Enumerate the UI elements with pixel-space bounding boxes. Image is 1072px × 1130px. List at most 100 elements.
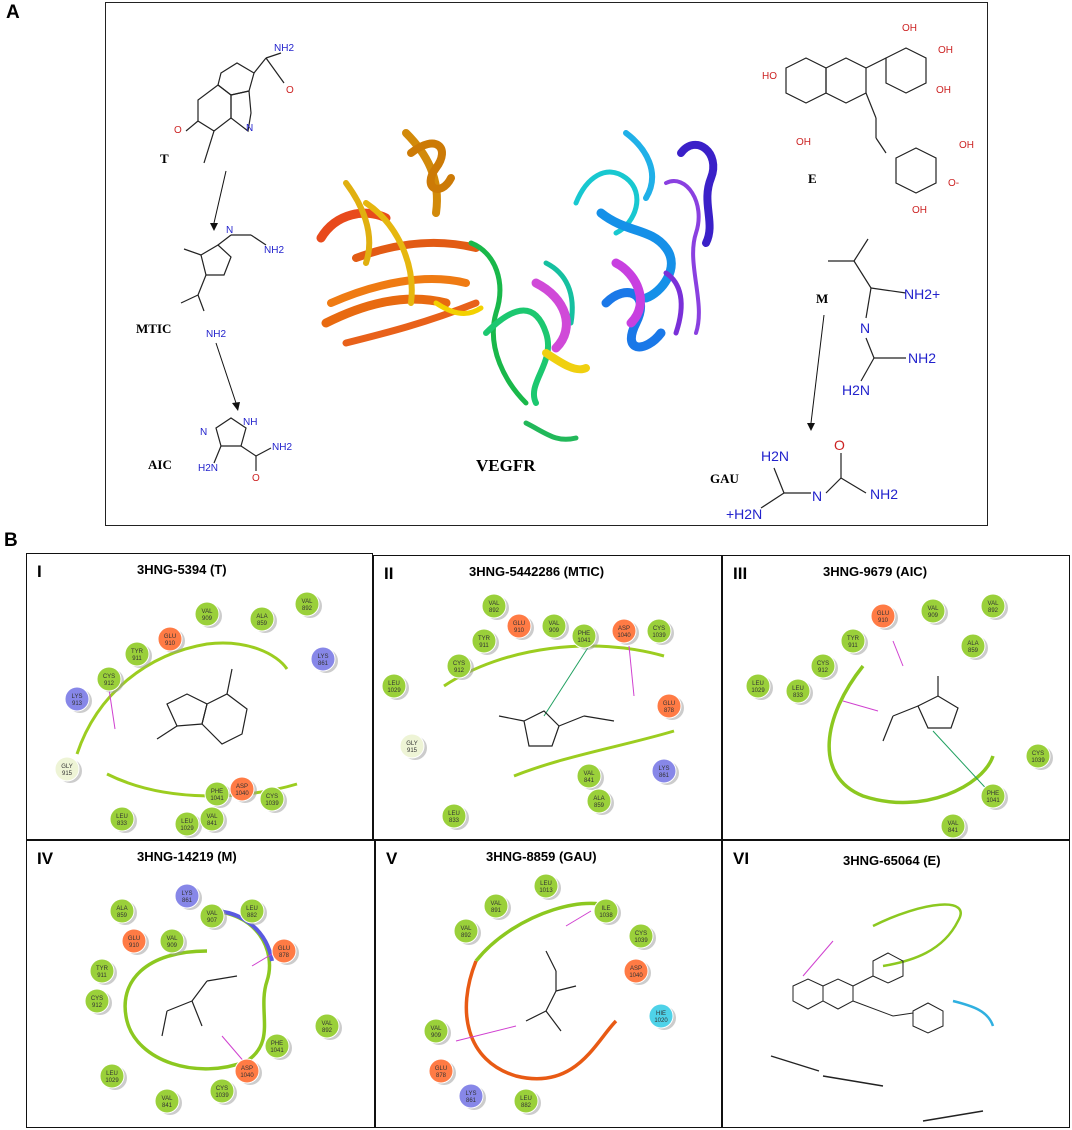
interaction-diagram [770, 903, 995, 1122]
residue-name: GLU [164, 634, 176, 640]
residue-number: 861 [182, 898, 193, 904]
residue-number: 892 [988, 608, 999, 614]
residue-number: 892 [322, 1028, 333, 1034]
residue-link-2 [822, 1075, 884, 1087]
interaction-diagram: VAL909GLU910TYR911CYS912LYS913GLY915ALA8… [54, 591, 338, 838]
residue-name: VAL [207, 814, 219, 820]
residue-number: 882 [247, 913, 258, 919]
residue-name: GLU [435, 1066, 447, 1072]
gau-h2n-label: H2N [761, 448, 789, 464]
residue-number: 1041 [270, 1048, 284, 1054]
residue-name: LEU [752, 681, 764, 687]
residue-name: GLU [278, 946, 290, 952]
residue-number: 1039 [634, 938, 648, 944]
panel-b-cell-6: VI 3HNG-65064 (E) [722, 840, 1070, 1128]
residue-name: CYS [103, 674, 115, 680]
residue-name: LEU [388, 681, 400, 687]
t-o-label: O [286, 85, 294, 96]
t-n-label: N [246, 123, 253, 134]
residue-name: LEU [106, 1071, 118, 1077]
e-ominus-label: O- [948, 178, 959, 189]
gau-o-label: O [834, 437, 845, 453]
panel-title: 3HNG-65064 (E) [843, 853, 941, 868]
residue-name: VAL [322, 1021, 334, 1027]
residue-name: LEU [540, 881, 552, 887]
residue-name: PHE [987, 791, 999, 797]
residue-name: VAL [167, 936, 179, 942]
residue-name: VAL [988, 601, 1000, 607]
residue-name: VAL [162, 1096, 174, 1102]
residue-number: 1013 [539, 888, 553, 894]
residue-number: 1029 [751, 688, 765, 694]
residue-number: 841 [162, 1103, 173, 1109]
residue-number: 1039 [652, 633, 666, 639]
e-oh-label-4: OH [936, 85, 951, 96]
t-nh2-label: NH2 [274, 43, 294, 54]
molecule-aic-label: AIC [148, 457, 172, 472]
residue-number: 911 [132, 656, 142, 662]
residue-link-1 [770, 1055, 820, 1072]
residue-name: HIE [656, 1011, 666, 1017]
residue-number: 1041 [210, 796, 224, 802]
panel-title: 3HNG-14219 (M) [137, 849, 237, 864]
panel-title: 3HNG-9679 (AIC) [823, 564, 928, 579]
residue-number: 1040 [617, 633, 631, 639]
residue-number: 891 [491, 908, 502, 914]
residue-number: 909 [928, 613, 939, 619]
residue-number: 1040 [235, 791, 249, 797]
residue-number: 1040 [240, 1073, 254, 1079]
residue-name: VAL [584, 771, 596, 777]
residue-name: VAL [549, 621, 561, 627]
arrowhead-t-mtic [210, 223, 218, 231]
residue-number: 907 [207, 918, 218, 924]
residue-number: 1029 [105, 1078, 119, 1084]
residue-name: ALA [593, 796, 604, 802]
residue-name: LYS [72, 694, 83, 700]
panel-title: 3HNG-5394 (T) [137, 562, 227, 577]
residue-name: VAL [207, 911, 219, 917]
residue-name: ALA [967, 641, 978, 647]
residue-name: PHE [578, 631, 590, 637]
residue-name: VAL [302, 599, 314, 605]
residue-name: LYS [182, 891, 193, 897]
residue-name: CYS [635, 931, 647, 937]
vegfr-ribbon-structure [316, 129, 718, 442]
residue-number: 841 [948, 828, 959, 834]
gau-h2nplus-label: +H2N [726, 506, 762, 522]
residue-number: 892 [302, 606, 313, 612]
residue-name: TYR [96, 966, 109, 972]
residue-number: 861 [659, 773, 670, 779]
arrow-mtic-aic [215, 342, 237, 404]
aic-h2n-label: H2N [198, 463, 218, 474]
panel-a-drawing: NH2 O O N T N NH2 NH2 MTIC NH N NH2 H2N … [136, 23, 974, 522]
residue-number: 913 [72, 701, 83, 707]
residue-name: VAL [948, 821, 960, 827]
residue-number: 915 [62, 771, 73, 777]
arrow-t-mtic [213, 170, 227, 224]
residue-name: VAL [489, 601, 501, 607]
arrowhead-m-gau [807, 423, 815, 431]
